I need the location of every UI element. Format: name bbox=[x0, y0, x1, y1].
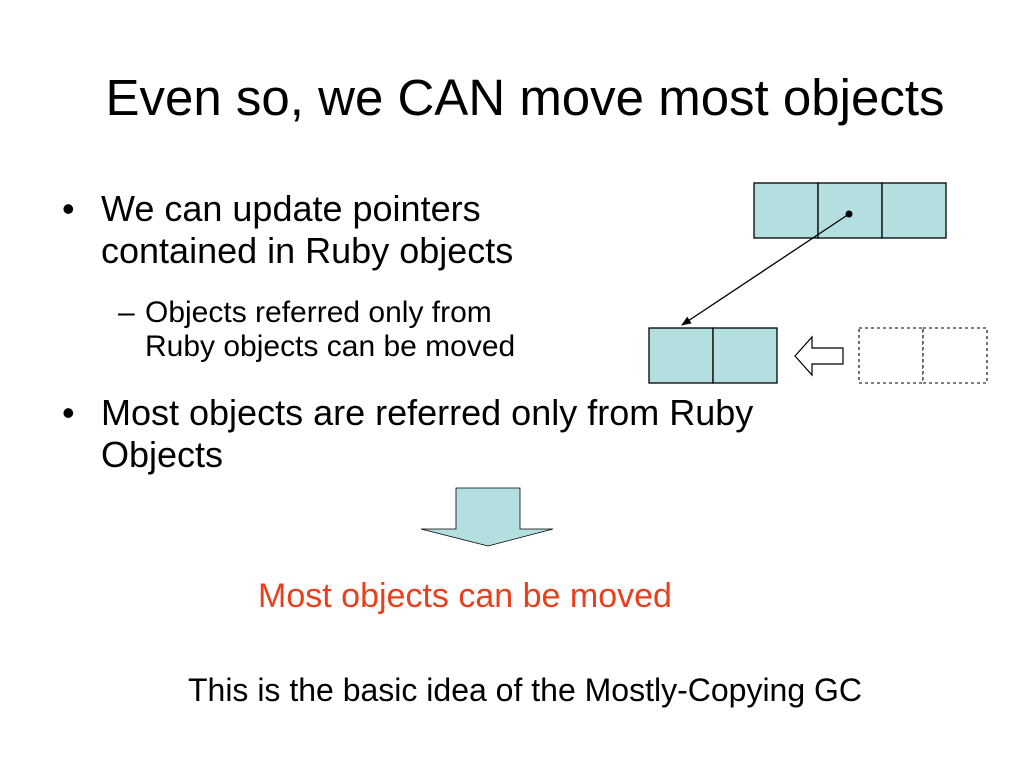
moved-object-two-cell bbox=[648, 327, 778, 384]
sub-bullet-line-1: Objects referred only from bbox=[145, 296, 492, 329]
object-cell bbox=[712, 327, 778, 384]
bullet-1-line-1: We can update pointers bbox=[101, 188, 481, 229]
slide-title: Even so, we CAN move most objects bbox=[105, 69, 945, 126]
sub-bullet-marker: – bbox=[118, 296, 135, 329]
bullet-1-line-2: contained in Ruby objects bbox=[101, 230, 514, 271]
bullet-marker: • bbox=[62, 188, 75, 229]
bullet-marker: • bbox=[62, 392, 75, 433]
result-text: Most objects can be moved bbox=[258, 577, 672, 615]
slide-caption: This is the basic idea of the Mostly-Cop… bbox=[187, 672, 863, 708]
down-arrow-icon bbox=[420, 487, 554, 547]
bullet-1-text: We can update pointers contained in Ruby… bbox=[101, 188, 513, 272]
move-left-arrow-icon bbox=[794, 335, 844, 377]
pointer-arrow bbox=[681, 213, 850, 326]
object-cell-dashed bbox=[858, 327, 924, 384]
bullet-2-text: Most objects are referred only from Ruby… bbox=[101, 392, 753, 476]
object-cell bbox=[753, 182, 819, 239]
original-object-dashed bbox=[858, 327, 988, 384]
sub-bullet-text: Objects referred only from Ruby objects … bbox=[145, 296, 515, 364]
object-cell-pointer bbox=[817, 182, 883, 239]
bullet-2-line-2: Objects bbox=[101, 434, 224, 475]
sub-bullet-line-2: Ruby objects can be moved bbox=[145, 330, 516, 363]
object-cell-dashed bbox=[922, 327, 988, 384]
ruby-object-three-cell bbox=[753, 182, 947, 239]
object-cell bbox=[881, 182, 947, 239]
bullet-2-line-1: Most objects are referred only from Ruby bbox=[101, 392, 754, 433]
object-cell bbox=[648, 327, 714, 384]
